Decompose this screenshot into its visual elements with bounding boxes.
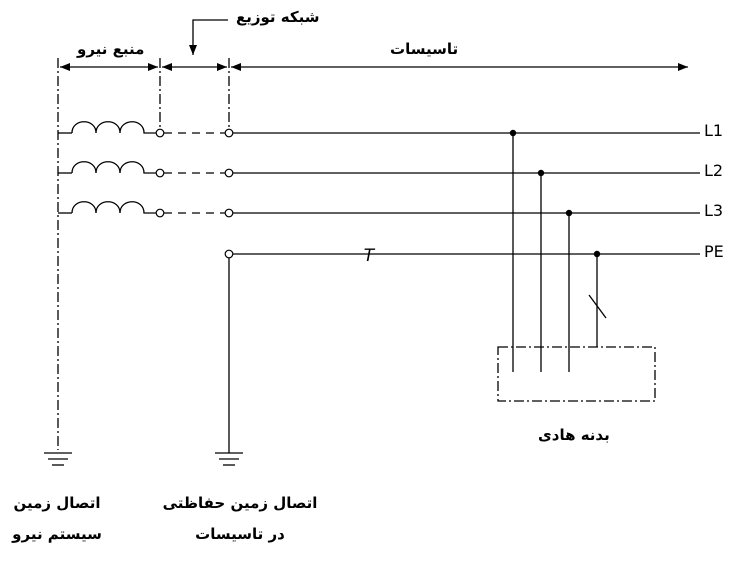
l2-source-terminal	[155, 168, 165, 178]
l3-label: L3	[704, 201, 724, 220]
system-earth-label-line2: سیستم نیرو	[12, 525, 102, 543]
power-source-label: منبع نیرو	[77, 40, 145, 58]
pe-mark: T	[364, 246, 376, 266]
pe-tap-slash	[588, 294, 607, 319]
conductive-body-enclosure	[497, 346, 656, 402]
l2-coil	[71, 161, 156, 174]
l1-junction-dot	[509, 129, 517, 137]
protective-earth-label-line2: در تاسیسات	[195, 525, 285, 543]
l3-junction-dot	[565, 209, 573, 217]
protective-earth-label-line1: اتصال زمین حفاظتی	[162, 494, 318, 512]
network-pointer-arrow	[189, 19, 228, 55]
l1-source-terminal	[155, 128, 165, 138]
l2-junction-dot	[537, 169, 545, 177]
conductive-body-label: بدنه هادی	[538, 426, 610, 444]
protective-earth-symbol	[215, 452, 243, 466]
installations-label: تاسیسات	[390, 40, 459, 58]
pe-install-terminal	[224, 249, 234, 259]
pe-junction-dot	[593, 250, 601, 258]
distribution-network-label: شبکه توزیع	[236, 8, 320, 26]
l3-source-terminal	[155, 208, 165, 218]
system-earth-label-line1: اتصال زمین	[13, 494, 101, 512]
l1-label: L1	[704, 121, 724, 140]
l1-install-terminal	[224, 128, 234, 138]
l3-coil	[71, 201, 156, 214]
pe-label: PE	[704, 242, 724, 261]
l2-install-terminal	[224, 168, 234, 178]
l3-install-terminal	[224, 208, 234, 218]
system-earth-symbol	[44, 452, 72, 466]
l2-label: L2	[704, 161, 724, 180]
l1-coil	[71, 121, 156, 134]
